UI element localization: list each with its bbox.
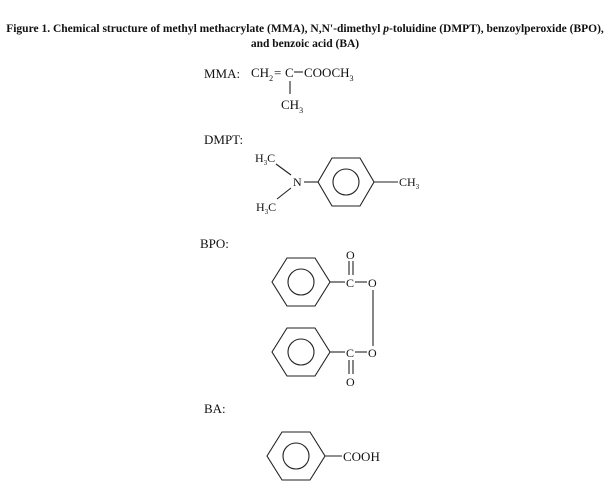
- label-bpo: BPO:: [200, 236, 229, 251]
- label-mma: MMA:: [204, 66, 241, 81]
- bpo-lower-ester-o: O: [368, 346, 377, 360]
- bpo-structure: C O O C O O: [271, 248, 377, 389]
- bpo-upper-aromatic-circle: [287, 268, 315, 296]
- mma-structure: CH2 = C COOCH3 CH3: [251, 65, 354, 115]
- bpo-lower-carbonyl-c: C: [346, 346, 354, 360]
- ba-structure: COOH: [266, 431, 380, 481]
- mma-ch2-text: CH2: [251, 65, 273, 83]
- dmpt-aromatic-circle: [332, 168, 360, 196]
- bpo-upper-carbonyl-c: C: [346, 276, 354, 290]
- dmpt-h3c-bottom: H3C: [256, 200, 276, 216]
- dmpt-structure: H3C N H3C CH3: [255, 151, 420, 216]
- bpo-upper-benzene-ring: [271, 257, 331, 307]
- caption-line-2: and benzoic acid (BA): [250, 38, 360, 50]
- mma-methyl-text: CH3: [281, 97, 303, 115]
- dmpt-nitrogen: N: [293, 175, 302, 189]
- label-ba: BA:: [204, 401, 226, 416]
- dmpt-ch3-text: CH3: [399, 175, 420, 191]
- dmpt-benzene-ring: [317, 157, 375, 207]
- mma-double-bond: =: [274, 65, 281, 80]
- bpo-upper-carbonyl-o: O: [346, 248, 355, 262]
- bpo-lower-aromatic-circle: [287, 338, 315, 366]
- ba-cooh-text: COOH: [343, 449, 380, 464]
- mma-cooch3-text: COOCH3: [304, 65, 354, 83]
- bpo-lower-carbonyl-o: O: [346, 375, 355, 389]
- dmpt-h3c-top: H3C: [255, 151, 275, 167]
- label-dmpt: DMPT:: [204, 132, 244, 147]
- bpo-lower-benzene-ring: [271, 327, 331, 377]
- figure-caption: Figure 1. Chemical structure of methyl m…: [0, 22, 610, 52]
- dmpt-lower-methyl-bond: [276, 187, 292, 200]
- ba-benzene-ring: [266, 431, 326, 481]
- mma-central-c: C: [285, 65, 294, 80]
- ba-aromatic-circle: [282, 442, 310, 470]
- caption-line-1: Figure 1. Chemical structure of methyl m…: [6, 23, 604, 35]
- dmpt-upper-methyl-bond: [275, 163, 292, 176]
- bpo-upper-ester-o: O: [368, 276, 377, 290]
